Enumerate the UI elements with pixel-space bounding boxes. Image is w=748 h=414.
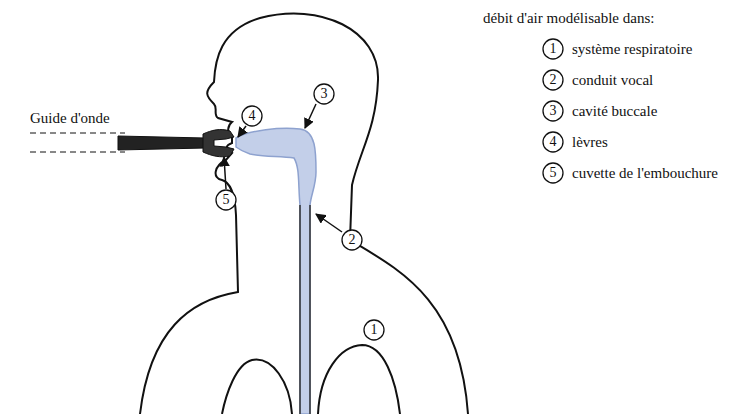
callout-circle: 1système respiratoire	[542, 38, 564, 60]
callout-number: 3	[313, 83, 335, 105]
body-silhouette	[140, 13, 468, 414]
legend-heading: débit d'air modélisable dans:	[483, 10, 654, 27]
callout-number: 4	[241, 105, 263, 127]
circle-outline	[216, 190, 236, 210]
trachea-wall	[300, 205, 310, 414]
leader-arrow	[316, 214, 342, 232]
circle-outline	[543, 39, 563, 59]
callout-number: 3	[542, 100, 564, 122]
leader-arrow	[224, 157, 226, 189]
leader-arrow	[305, 104, 316, 128]
callout-number: 1	[363, 319, 385, 341]
circle-outline	[543, 132, 563, 152]
legend-text: cuvette de l'embouchure	[572, 162, 718, 184]
legend-text: cavité buccale	[572, 100, 657, 122]
circle-outline	[314, 84, 334, 104]
callout-circle: 2conduit vocal	[542, 69, 564, 91]
circle-outline	[543, 101, 563, 121]
callout-circle: 5	[215, 189, 237, 211]
lung-outline	[318, 345, 400, 414]
callout-circle: 4lèvres	[542, 131, 564, 153]
callout-circle: 3	[313, 83, 335, 105]
callout-circle: 3cavité buccale	[542, 100, 564, 122]
legend-text: lèvres	[572, 131, 608, 153]
waveguide	[118, 136, 205, 150]
circle-outline	[543, 70, 563, 90]
callout-circle: 5cuvette de l'embouchure	[542, 162, 564, 184]
circle-outline	[242, 106, 262, 126]
callout-number: 5	[215, 189, 237, 211]
callout-circle: 1	[363, 319, 385, 341]
waveguide-label: Guide d'onde	[30, 110, 110, 127]
circle-outline	[364, 320, 384, 340]
mouthpiece-cup	[203, 130, 234, 157]
callout-number: 4	[542, 131, 564, 153]
leader-arrow	[238, 126, 246, 137]
legend-text: conduit vocal	[572, 69, 653, 91]
callout-number: 2	[542, 69, 564, 91]
callout-number: 2	[341, 229, 363, 251]
callout-circle: 4	[241, 105, 263, 127]
circle-outline	[543, 163, 563, 183]
circle-outline	[342, 230, 362, 250]
waveguide-axis-dashed	[30, 152, 125, 153]
callout-number: 5	[542, 162, 564, 184]
waveguide-axis-dashed	[30, 133, 125, 134]
lung-outline	[222, 360, 292, 414]
callout-circle: 2	[341, 229, 363, 251]
callout-number: 1	[542, 38, 564, 60]
legend-text: système respiratoire	[572, 38, 692, 60]
